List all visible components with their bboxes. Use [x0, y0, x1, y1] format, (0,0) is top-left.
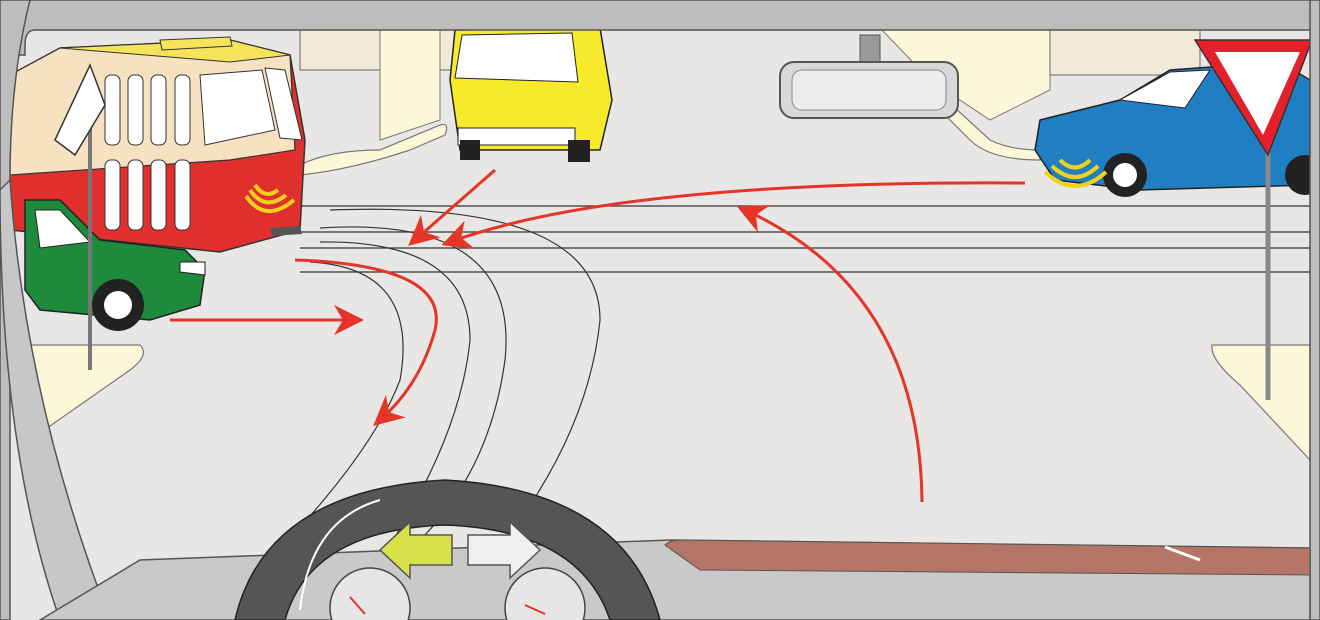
yellow-van: [449, 27, 613, 162]
tram-path-arrow: [294, 258, 438, 426]
tram-turn-signal-icon: [244, 183, 296, 213]
steering-wheel: [234, 479, 661, 620]
right-turn-indicator-icon: [467, 520, 542, 580]
blue-car-path-arrow: [441, 181, 1026, 249]
blue-car-turn-signal-icon: [1043, 158, 1108, 188]
rear-view-mirror: [779, 34, 959, 119]
own-car-path-arrow: [736, 205, 924, 503]
movement-arrows: [170, 168, 1026, 503]
left-turn-indicator-icon: [378, 520, 453, 580]
road-sign-back: [54, 63, 106, 370]
green-car: [24, 199, 206, 331]
van-path-arrow: [408, 168, 496, 246]
yield-sign: [1193, 39, 1314, 400]
